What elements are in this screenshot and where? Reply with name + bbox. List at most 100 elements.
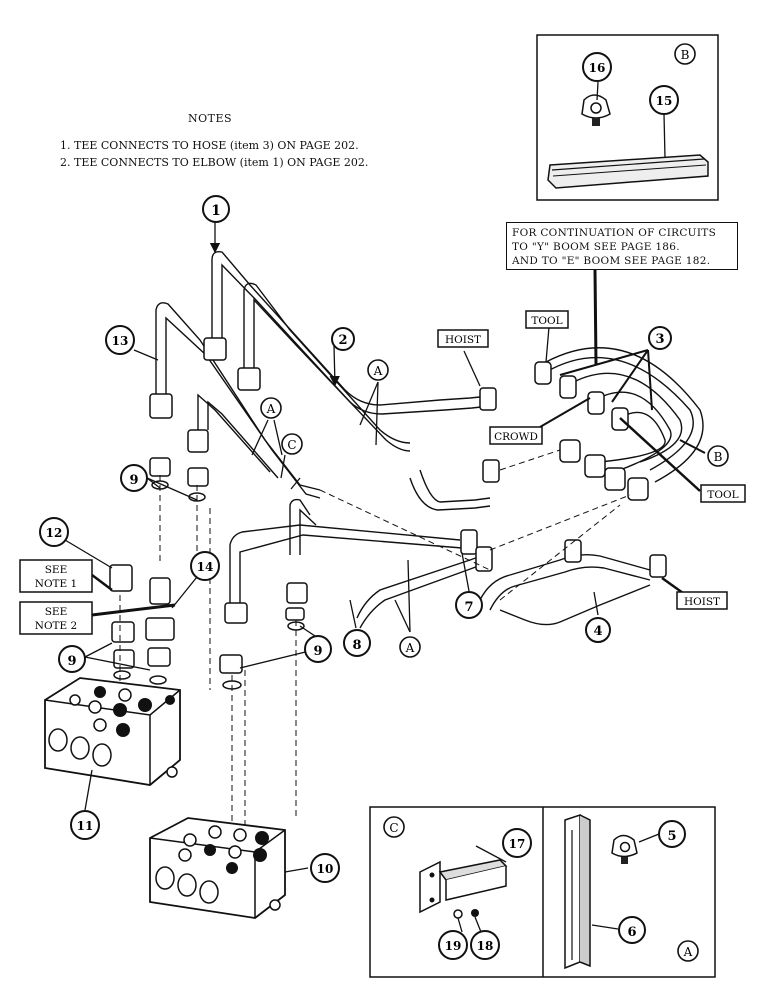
tag-tool-bottom: TOOL [700,484,746,503]
svg-text:CROWD: CROWD [494,431,538,443]
callout-17: 17 [502,828,532,858]
svg-text:NOTE 2: NOTE 2 [35,620,77,632]
clamp-part-5 [611,834,638,864]
callout-13: 13 [105,325,135,355]
callout-18: 18 [470,930,500,960]
svg-text:9: 9 [129,473,138,488]
svg-text:19: 19 [445,939,462,953]
callout-1: 1 [202,195,230,223]
svg-text:B: B [681,48,690,62]
notes-block: NOTES 1. TEE CONNECTS TO HOSE (item 3) O… [60,110,480,171]
svg-text:TOOL: TOOL [531,315,562,327]
svg-text:A: A [373,364,383,378]
callout-9a: 9 [120,464,148,492]
ref-c-inset: C [383,816,405,838]
tag-hoist-bottom: HOIST [676,591,728,610]
callout-7: 7 [455,591,483,619]
svg-text:7: 7 [464,600,473,615]
svg-text:B: B [714,450,723,464]
callout-19: 19 [438,930,468,960]
callout-2: 2 [331,327,355,351]
washer-part-19 [453,909,463,919]
svg-text:NOTE 1: NOTE 1 [35,578,77,590]
svg-text:SEE: SEE [45,564,68,576]
svg-text:HOIST: HOIST [445,334,481,346]
fittings [109,337,667,674]
svg-text:A: A [266,402,276,416]
svg-text:C: C [287,438,296,452]
svg-text:4: 4 [593,624,602,639]
svg-text:5: 5 [667,829,676,844]
clamp-part-16 [581,94,611,126]
tag-see-note-1: SEE NOTE 1 [19,559,93,593]
bracket-part-17 [419,859,508,914]
svg-text:10: 10 [317,862,334,876]
hose-nuts [534,361,649,501]
svg-text:11: 11 [77,819,94,833]
continuation-line-2: TO "Y" BOOM SEE PAGE 186. [512,241,680,253]
continuation-line-3: AND TO "E" BOOM SEE PAGE 182. [512,255,711,267]
note-1: 1. TEE CONNECTS TO HOSE (item 3) ON PAGE… [60,139,359,152]
nut-part-18 [471,909,479,917]
svg-text:A: A [683,945,693,959]
tag-tool-top: TOOL [525,310,569,329]
continuation-note-box: FOR CONTINUATION OF CIRCUITS TO "Y" BOOM… [506,222,738,270]
svg-text:17: 17 [509,837,526,851]
tube-assembly [155,250,651,629]
svg-text:8: 8 [352,638,361,653]
callout-11: 11 [70,810,100,840]
o-rings-part-9 [113,480,305,690]
ref-a-2: A [260,397,282,419]
svg-text:C: C [389,821,398,835]
ref-a-3: A [399,636,421,658]
control-valve-part-11 [44,677,181,786]
svg-text:1: 1 [211,203,221,219]
callout-14: 14 [190,551,220,581]
ref-a-1: A [367,359,389,381]
callout-6: 6 [618,916,646,944]
svg-text:16: 16 [589,61,606,75]
callout-9b: 9 [58,645,86,673]
svg-text:12: 12 [46,526,63,540]
svg-text:9: 9 [67,654,76,669]
callout-9c: 9 [304,635,332,663]
callout-10: 10 [310,853,340,883]
svg-text:6: 6 [627,925,636,940]
svg-text:9: 9 [313,644,322,659]
callout-3: 3 [648,326,672,350]
channel-part-6 [564,813,591,970]
callout-5: 5 [658,820,686,848]
leader-16 [596,81,599,101]
ref-c-1: C [281,433,303,455]
svg-text:15: 15 [656,94,673,108]
svg-text:2: 2 [338,333,347,348]
tag-crowd: CROWD [489,426,543,445]
svg-text:TOOL: TOOL [707,489,738,501]
callout-15: 15 [649,85,679,115]
notes-title: NOTES [187,112,233,125]
callout-8: 8 [343,629,371,657]
ref-b-inset: B [674,43,696,65]
svg-text:14: 14 [197,560,214,574]
detail-c-a-inset [369,806,716,978]
ref-b-1: B [707,445,729,467]
svg-text:3: 3 [655,332,664,347]
tag-see-note-2: SEE NOTE 2 [19,601,93,635]
svg-text:A: A [405,641,415,655]
control-valve-part-10 [149,817,286,919]
leader-15 [663,113,666,159]
ref-a-inset: A [677,940,699,962]
svg-text:18: 18 [477,939,494,953]
assembly-dashes [119,449,631,840]
channel-part-15 [547,154,709,189]
svg-text:SEE: SEE [45,606,68,618]
callout-16: 16 [582,52,612,82]
svg-text:HOIST: HOIST [684,596,720,608]
callout-4: 4 [585,617,611,643]
continuation-line-1: FOR CONTINUATION OF CIRCUITS [512,227,717,239]
tag-hoist-top: HOIST [437,329,489,348]
callout-12: 12 [39,517,69,547]
svg-text:13: 13 [112,334,129,348]
